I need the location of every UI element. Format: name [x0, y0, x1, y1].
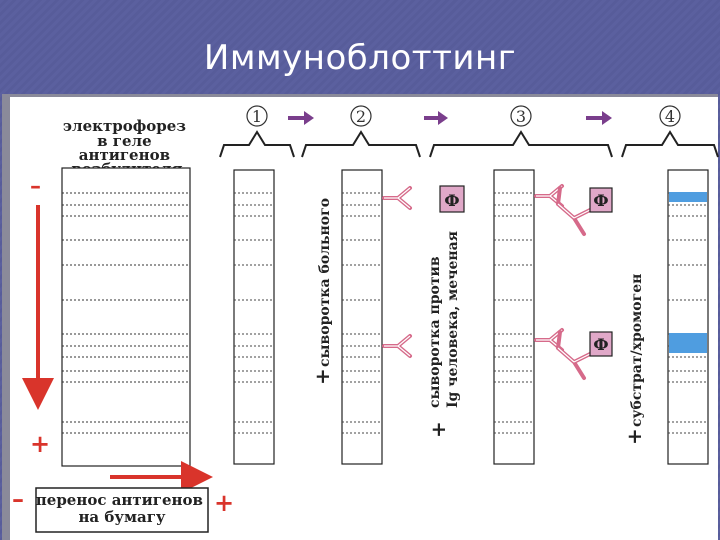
step-markers: 1 2 3 4 — [219, 105, 719, 158]
stained-band — [669, 333, 707, 353]
step-number-circle — [659, 105, 681, 127]
step-number: 3 — [516, 107, 526, 126]
gel-minus-sign: – — [30, 173, 41, 199]
anti-ig-serum-label: + сыворотка против Ig человека, меченая — [426, 231, 461, 438]
patient-serum-text: сыворотка больного — [317, 198, 333, 367]
anti-ig-plus: + — [426, 421, 450, 438]
anti-ig-line-1: сыворотка против — [427, 256, 443, 408]
enzyme-label-box — [589, 187, 613, 213]
substrate-text: субстрат/хромоген — [629, 274, 645, 427]
step-arrow-head — [602, 111, 612, 125]
enzyme-label-symbol: Ф — [444, 191, 459, 210]
electrophoresis-line-2: в геле — [97, 132, 152, 150]
electrophoresis-line-1: электрофорез — [63, 117, 186, 135]
paper-strips — [233, 169, 709, 465]
paper-strip — [233, 169, 275, 465]
step-number-circle — [246, 105, 268, 127]
paper-strip — [493, 169, 535, 465]
enzyme-label-box — [589, 331, 613, 357]
patient-antibodies — [382, 186, 412, 358]
step-arrow-head — [304, 111, 314, 125]
transfer-label: перенос антигенов на бумагу — [36, 491, 208, 526]
labeled-antibody-highlight — [557, 203, 591, 219]
transfer-line-1: перенос антигенов — [36, 491, 203, 509]
step-number: 4 — [665, 107, 675, 126]
antibody-highlight — [384, 335, 411, 357]
transfer-minus-sign: – — [12, 484, 24, 513]
paper-strip — [341, 169, 383, 465]
step-number: 2 — [356, 107, 366, 126]
substrate-label: + субстрат/хромоген — [622, 274, 646, 445]
slide-title: Иммуноблоттинг — [203, 38, 517, 78]
step-arrow-head — [438, 111, 448, 125]
labeled-antibody — [556, 186, 592, 236]
labeled-antibody-highlight — [557, 347, 591, 363]
antibody-highlight — [384, 187, 411, 209]
substrate-plus: + — [622, 428, 646, 445]
transfer-label-box — [35, 487, 209, 533]
step-number-circle — [350, 105, 372, 127]
gel-bands — [62, 192, 190, 434]
step-number: 1 — [252, 107, 262, 126]
patient-serum-label: + сыворотка больного — [310, 198, 334, 385]
step-number-circle — [510, 105, 532, 127]
gel-strip — [61, 167, 191, 467]
electrophoresis-line-3: антигенов — [79, 146, 170, 164]
enzyme-label-symbol: Ф — [593, 335, 608, 354]
labeled-antibody-complexes: ФФ — [534, 184, 613, 380]
patient-serum-plus: + — [310, 368, 334, 385]
step-bracket — [621, 130, 719, 158]
transfer-line-2: на бумагу — [78, 508, 165, 526]
enzyme-label-box — [439, 185, 465, 213]
step-bracket — [301, 130, 421, 158]
gel-plus-sign: + — [30, 429, 50, 458]
step-bracket — [429, 130, 613, 158]
paper-strip — [667, 169, 709, 465]
step-bracket — [219, 130, 295, 158]
step-arrows — [288, 111, 612, 125]
enzyme-label-symbol: Ф — [593, 191, 608, 210]
transfer-plus-sign: + — [214, 488, 234, 517]
anti-ig-line-2: Ig человека, меченая — [445, 231, 461, 408]
stained-band — [669, 192, 707, 202]
labeled-antibody — [556, 330, 592, 380]
